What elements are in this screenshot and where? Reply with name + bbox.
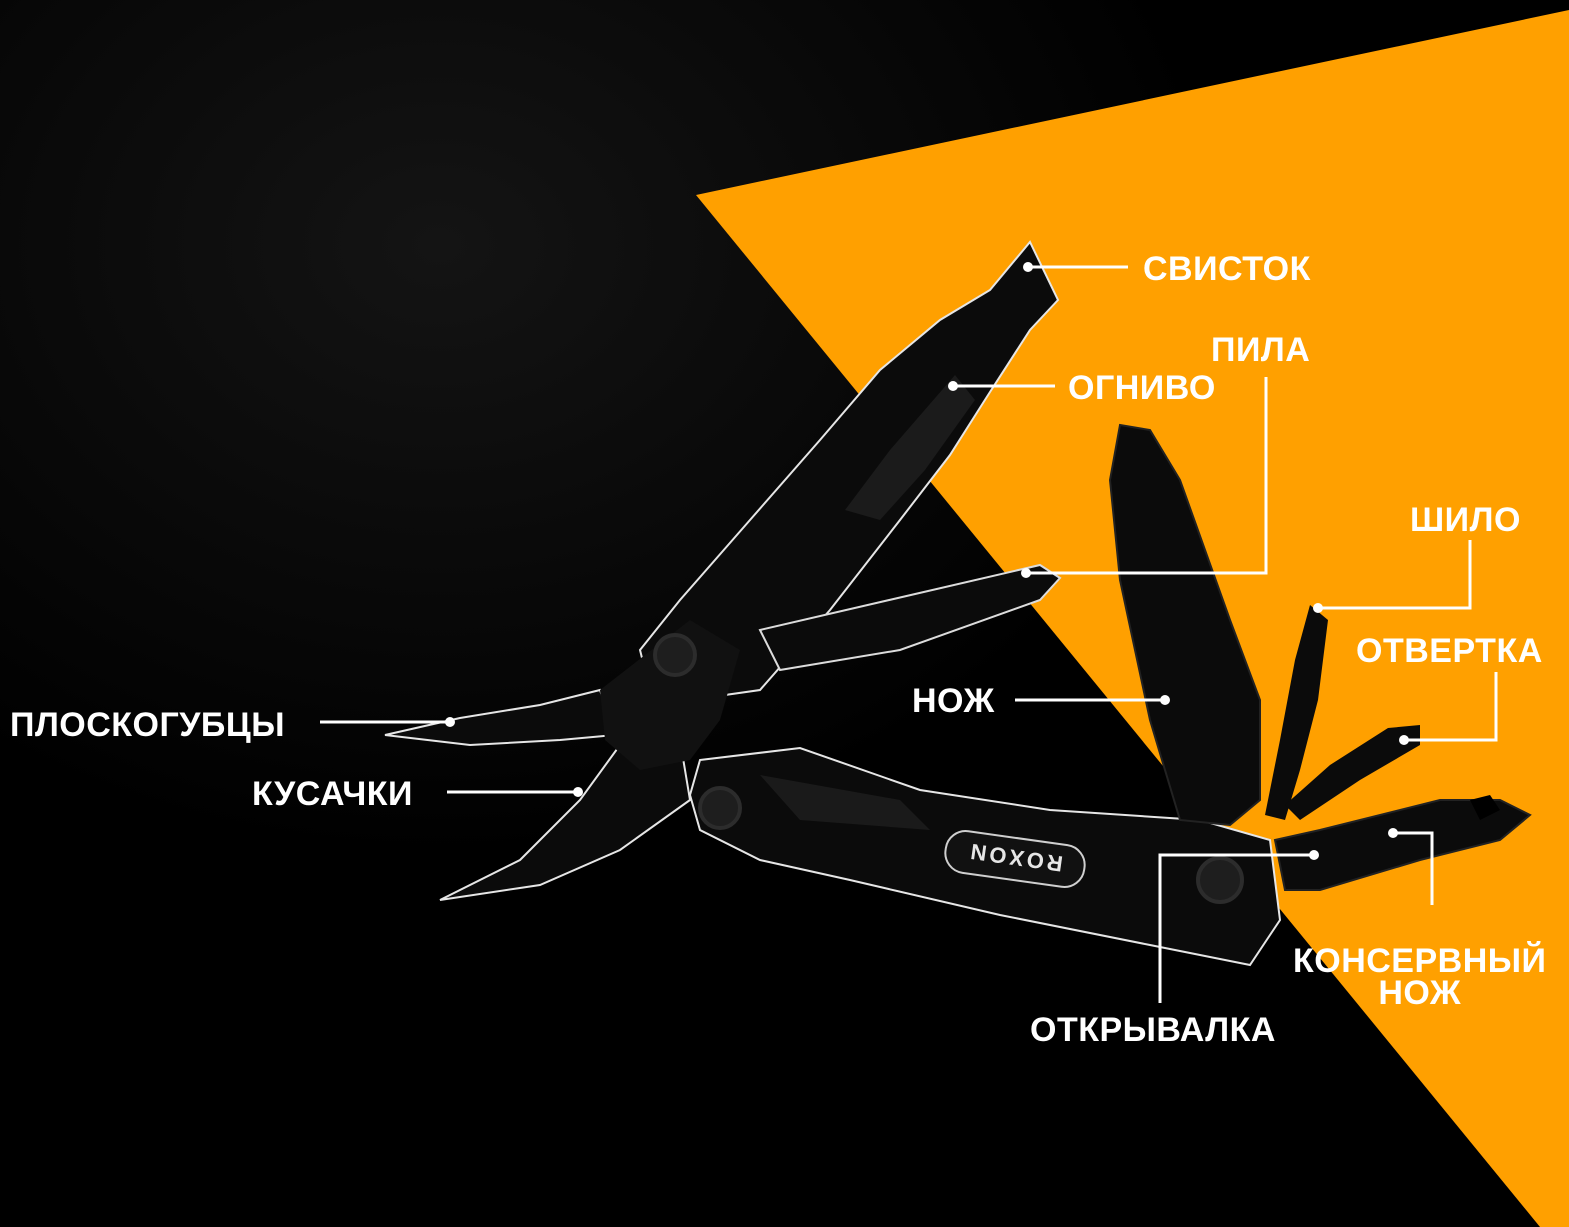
callout-lines <box>320 265 1498 1003</box>
handle-screw-left <box>698 786 742 830</box>
dot-fire-starter <box>948 381 958 391</box>
label-awl: ШИЛО <box>1410 501 1521 539</box>
label-pliers: ПЛОСКОГУБЦЫ <box>10 706 285 744</box>
multitool-image: ROXON <box>384 240 1532 967</box>
line-bottle-opener <box>1158 853 1314 1003</box>
label-can-opener-line2: НОЖ <box>1378 974 1462 1013</box>
can-opener-tool <box>1273 799 1532 891</box>
label-whistle: СВИСТОК <box>1143 250 1311 288</box>
line-awl <box>1318 540 1472 610</box>
dot-whistle <box>1023 262 1033 272</box>
dot-knife <box>1160 695 1170 705</box>
dot-bottle-opener <box>1309 850 1319 860</box>
dot-wire-cutters <box>573 787 583 797</box>
logo-badge <box>944 830 1086 888</box>
pivot-screw <box>653 633 697 677</box>
callout-dots <box>445 262 1409 860</box>
handle-screw-right <box>1196 856 1244 904</box>
label-can-opener-line1: КОНСЕРВНЫЙ <box>1293 942 1547 980</box>
label-knife: НОЖ <box>912 682 995 720</box>
line-can-opener <box>1393 831 1434 905</box>
label-saw: ПИЛА <box>1211 331 1311 369</box>
dot-awl <box>1313 603 1323 613</box>
upper-handle-grip <box>845 375 975 520</box>
label-fire-starter: ОГНИВО <box>1068 369 1216 407</box>
awl-tool <box>1265 605 1328 820</box>
dot-screwdriver <box>1399 735 1409 745</box>
lower-handle-grip <box>760 775 930 830</box>
dot-saw <box>1021 568 1031 578</box>
saw-blade <box>758 563 1062 672</box>
line-saw <box>1026 377 1268 575</box>
label-can-opener: КОНСЕРВНЫЙ НОЖ <box>1293 942 1547 1013</box>
pivot-head <box>600 620 740 770</box>
label-screwdriver: ОТВЕРТКА <box>1356 632 1543 670</box>
dot-pliers <box>445 717 455 727</box>
line-screwdriver <box>1404 672 1498 742</box>
screwdriver-tool <box>1285 725 1420 820</box>
label-wire-cutters: КУСАЧКИ <box>252 775 413 813</box>
label-bottle-opener: ОТКРЫВАЛКА <box>1030 1011 1276 1049</box>
can-opener-hook <box>1470 795 1500 820</box>
dot-can-opener <box>1388 828 1398 838</box>
knife-blade <box>1108 423 1261 827</box>
